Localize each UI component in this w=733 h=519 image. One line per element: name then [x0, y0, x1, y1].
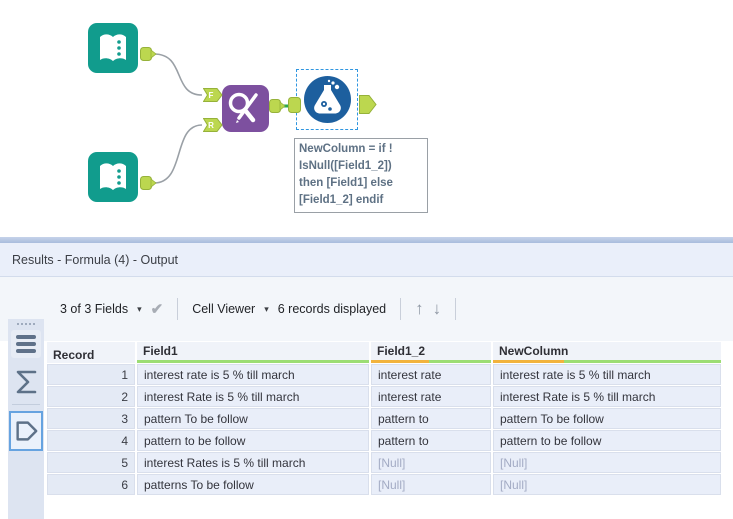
table-row[interactable]: 5 interest Rates is 5 % till march [Null…: [47, 452, 721, 473]
anchor-label-r: R: [208, 121, 214, 130]
data-view-button[interactable]: [11, 330, 41, 358]
apply-check-icon[interactable]: ✔: [150, 301, 164, 318]
results-table[interactable]: Record Field1 Field1_2 NewColumn: [45, 341, 723, 496]
column-header-newcolumn[interactable]: NewColumn: [493, 342, 721, 363]
scroll-down-button[interactable]: ↓: [432, 299, 442, 318]
output-anchor-input-2[interactable]: [140, 175, 157, 191]
metadata-sigma-button[interactable]: [13, 368, 39, 396]
annotation-line: NewColumn = if !: [299, 143, 393, 155]
formula-tool[interactable]: [304, 76, 351, 123]
output-anchor-formula[interactable]: [359, 95, 377, 114]
rail-drag-handle[interactable]: [8, 319, 44, 325]
toolbar-separator: [400, 298, 402, 320]
results-toolbar-band: [0, 277, 733, 341]
workflow-canvas[interactable]: F R: [0, 0, 733, 237]
annotation-line: then [Field1] else: [299, 177, 393, 189]
results-rail: [8, 319, 44, 519]
table-row[interactable]: 2 interest Rate is 5 % till march intere…: [47, 386, 721, 407]
results-title: Results - Formula (4) - Output: [12, 252, 179, 267]
records-displayed-label: 6 records displayed: [277, 302, 387, 316]
output-anchor-button-selected[interactable]: [9, 411, 43, 451]
formula-flask-icon: [314, 79, 341, 114]
table-row[interactable]: 4 pattern to be follow pattern to patter…: [47, 430, 721, 451]
cell-viewer-dropdown[interactable]: Cell Viewer: [192, 302, 256, 316]
data-quality-bar: [137, 360, 369, 363]
output-anchor-icon: [16, 421, 38, 441]
input-data-icon: [100, 34, 126, 61]
output-anchor-input-1[interactable]: [140, 46, 157, 62]
annotation-line: IsNull([Field1_2]): [299, 160, 392, 172]
results-toolbar: 3 of 3 Fields ▾ ✔ Cell Viewer ▾ 6 record…: [60, 295, 461, 323]
input-data-tool-1[interactable]: [88, 23, 138, 73]
input-anchor-formula[interactable]: [288, 97, 301, 113]
toolbar-separator: [177, 298, 179, 320]
table-icon: [16, 335, 36, 339]
column-header-record[interactable]: Record: [47, 342, 135, 363]
table-row[interactable]: 3 pattern To be follow pattern to patter…: [47, 408, 721, 429]
data-quality-bar: [493, 360, 721, 363]
cell-viewer-caret-icon[interactable]: ▾: [264, 303, 269, 314]
input-anchor-f[interactable]: F: [203, 88, 223, 102]
find-replace-icon: [228, 92, 258, 123]
panel-splitter[interactable]: [0, 237, 733, 243]
output-anchor-find-replace[interactable]: [269, 98, 286, 114]
input-data-tool-2[interactable]: [88, 152, 138, 202]
column-header-field1[interactable]: Field1: [137, 342, 369, 363]
anchor-label-f: F: [209, 91, 214, 100]
formula-annotation[interactable]: NewColumn = if ! IsNull([Field1_2]) then…: [294, 138, 428, 213]
input-anchor-r[interactable]: R: [203, 118, 223, 132]
fields-dropdown[interactable]: 3 of 3 Fields: [60, 302, 129, 316]
results-header: Results - Formula (4) - Output: [0, 243, 733, 277]
table-header-row: Record Field1 Field1_2 NewColumn: [47, 342, 721, 363]
results-panel: Results - Formula (4) - Output: [0, 243, 733, 519]
column-header-field1-2[interactable]: Field1_2: [371, 342, 491, 363]
input-data-icon: [100, 163, 126, 190]
annotation-line: [Field1_2] endif: [299, 194, 384, 206]
data-quality-bar: [371, 360, 491, 363]
rail-divider: [12, 404, 40, 405]
scroll-up-button[interactable]: ↑: [415, 299, 424, 318]
table-row[interactable]: 1 interest rate is 5 % till march intere…: [47, 364, 721, 385]
find-replace-tool[interactable]: [222, 85, 269, 132]
table-row[interactable]: 6 patterns To be follow [Null] [Null]: [47, 474, 721, 495]
fields-dropdown-caret-icon[interactable]: ▾: [137, 303, 142, 314]
toolbar-separator: [455, 298, 457, 320]
